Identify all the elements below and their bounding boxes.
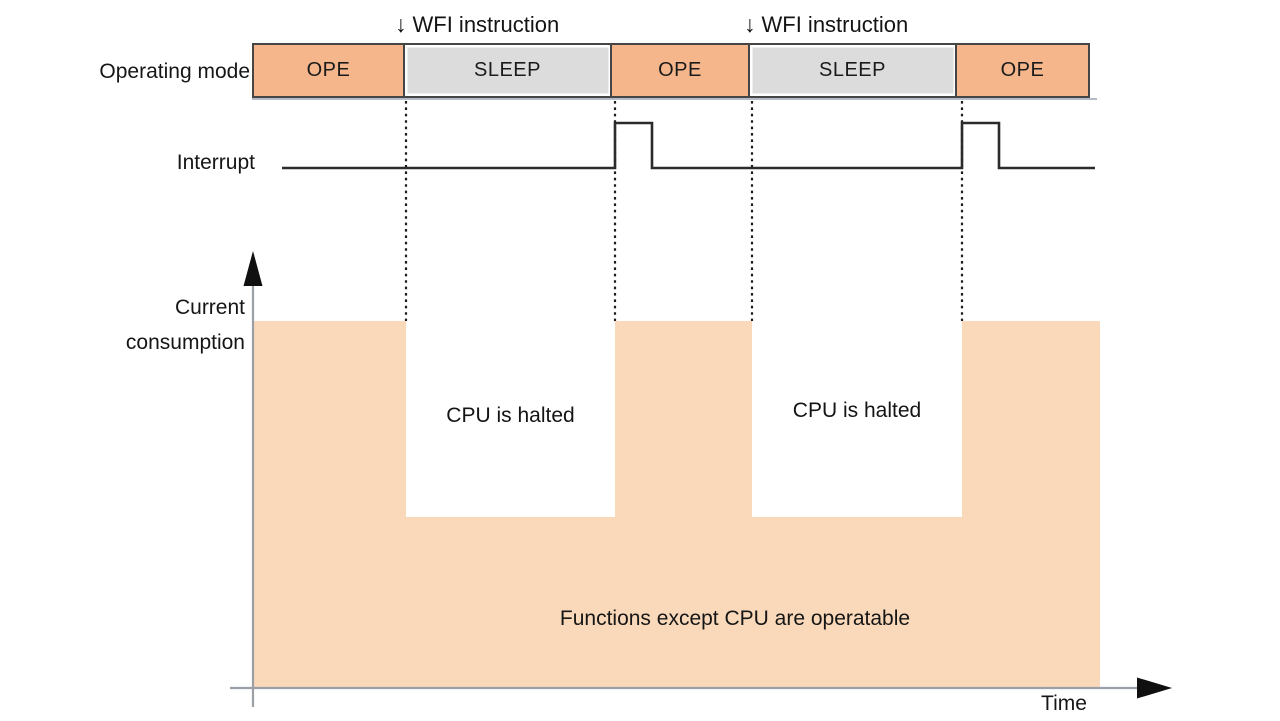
operating-mode-label: Operating mode — [99, 60, 250, 83]
interrupt-label: Interrupt — [176, 151, 255, 174]
wfi-annotation-2: ↓WFI instruction — [744, 11, 908, 38]
cpu-halted-note-1: CPU is halted — [446, 404, 575, 427]
mode-segment-label: SLEEP — [819, 59, 886, 81]
functions-note: Functions except CPU are operatable — [559, 607, 911, 630]
operating-mode-bar: OPE SLEEP OPE SLEEP OPE — [252, 43, 1097, 98]
wfi-annotation-1: ↓WFI instruction — [395, 11, 559, 38]
mode-segment-sleep-1: SLEEP — [402, 43, 613, 98]
mode-segment-ope-3: OPE — [955, 43, 1090, 98]
mode-segment-label: OPE — [1000, 59, 1045, 81]
time-axis-label: Time — [1041, 692, 1087, 715]
dotted-guidelines — [404, 101, 964, 321]
wfi-annotation-label: WFI instruction — [412, 12, 560, 37]
cpu-halted-note-2: CPU is halted — [792, 399, 922, 422]
interrupt-signal — [282, 121, 1095, 170]
y-axis-up-arrowhead-icon — [243, 251, 263, 286]
mode-segment-sleep-2: SLEEP — [747, 43, 958, 98]
axes — [230, 254, 1140, 707]
current-consumption-area — [253, 321, 1100, 688]
mode-segment-label: OPE — [658, 59, 702, 81]
mode-segment-ope-1: OPE — [252, 43, 405, 98]
current-consumption-label-line2: consumption — [125, 331, 245, 354]
wfi-annotation-label: WFI instruction — [761, 12, 909, 37]
mode-segment-label: SLEEP — [474, 59, 541, 81]
mode-segment-label: OPE — [306, 59, 351, 81]
wfi-down-arrow-icon: ↓ — [744, 11, 756, 37]
current-consumption-label: Current consumption — [56, 290, 245, 360]
wfi-down-arrow-icon: ↓ — [395, 11, 407, 37]
current-consumption-label-line1: Current — [174, 296, 245, 319]
x-axis-right-arrowhead-icon — [1137, 677, 1172, 699]
mode-segment-ope-2: OPE — [610, 43, 750, 98]
